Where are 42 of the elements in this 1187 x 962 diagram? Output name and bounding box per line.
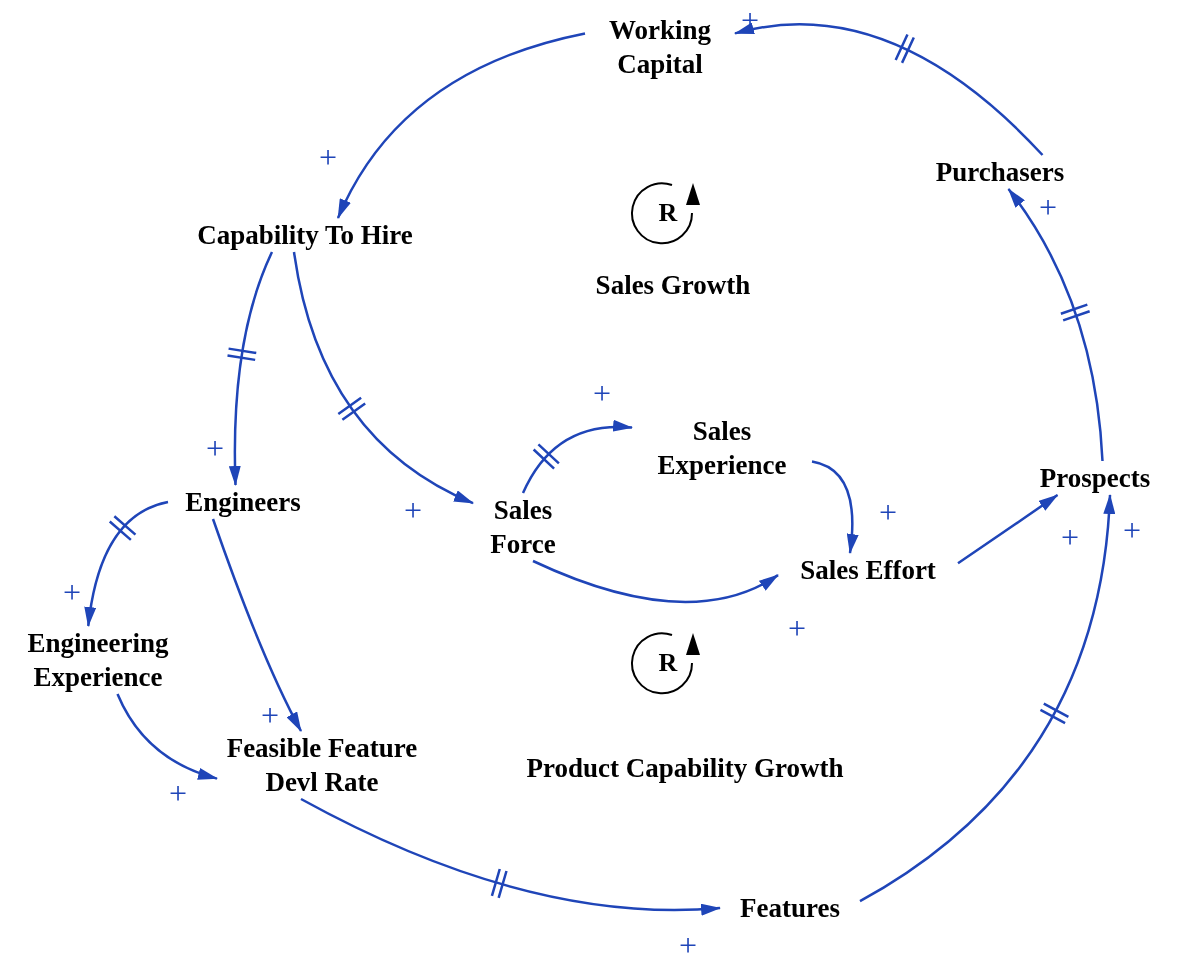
causal-arrow bbox=[532, 559, 779, 603]
causal-arrow bbox=[811, 460, 859, 554]
causal-arrow bbox=[734, 23, 1044, 156]
polarity-sign: + bbox=[1061, 521, 1079, 553]
causal-arrow bbox=[211, 518, 303, 732]
polarity-sign: + bbox=[879, 496, 897, 528]
causal-arrow bbox=[116, 693, 218, 780]
polarity-sign: + bbox=[679, 929, 697, 961]
polarity-sign: + bbox=[206, 432, 224, 464]
variable-label: Purchasers bbox=[915, 155, 1085, 189]
variable-label: Feasible Feature Devl Rate bbox=[217, 731, 427, 799]
causal-arrow bbox=[521, 420, 633, 494]
causal-arrow bbox=[292, 251, 474, 505]
polarity-sign: + bbox=[404, 494, 422, 526]
causal-arrow bbox=[336, 32, 586, 219]
variable-label: Sales Experience bbox=[632, 414, 812, 482]
causal-arrow bbox=[957, 493, 1059, 565]
loop-name: Product Capability Growth bbox=[525, 752, 845, 785]
loop-name: Sales Growth bbox=[594, 269, 752, 302]
polarity-sign: + bbox=[1039, 191, 1057, 223]
polarity-sign: + bbox=[1123, 514, 1141, 546]
variable-label: Engineers bbox=[168, 485, 318, 519]
polarity-sign: + bbox=[169, 777, 187, 809]
variable-label: Features bbox=[720, 891, 860, 925]
variable-label: Capability To Hire bbox=[195, 218, 415, 252]
variable-label: Working Capital bbox=[585, 13, 735, 81]
variable-label: Sales Effort bbox=[778, 553, 958, 587]
causal-arrow bbox=[229, 251, 274, 486]
variable-label: Sales Force bbox=[473, 493, 573, 561]
loop-type-label: R bbox=[657, 649, 679, 677]
variable-label: Engineering Experience bbox=[0, 626, 196, 694]
polarity-sign: + bbox=[319, 141, 337, 173]
polarity-sign: + bbox=[788, 612, 806, 644]
polarity-sign: + bbox=[593, 377, 611, 409]
causal-arrow bbox=[84, 500, 169, 627]
loop-type-label: R bbox=[657, 199, 679, 227]
causal-arrow bbox=[859, 494, 1115, 903]
causal-arrow bbox=[300, 797, 721, 916]
polarity-sign: + bbox=[63, 576, 81, 608]
variable-label: Prospects bbox=[1020, 461, 1170, 495]
polarity-sign: + bbox=[261, 699, 279, 731]
causal-arrow bbox=[1007, 188, 1104, 462]
